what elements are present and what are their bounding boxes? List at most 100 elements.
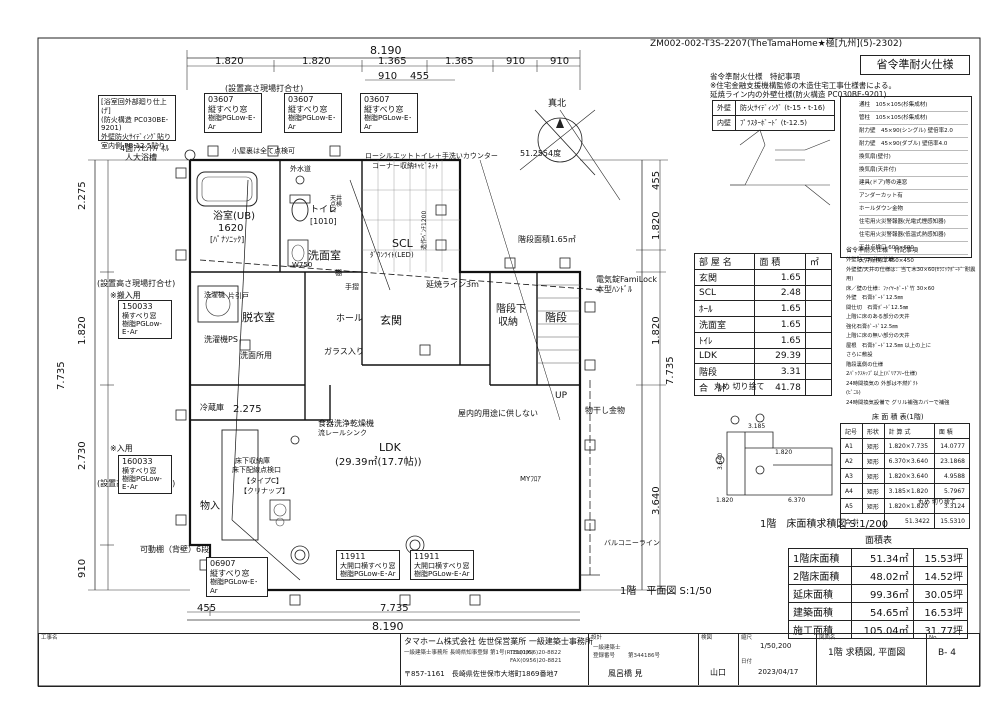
room-ldk: LDK: [379, 441, 401, 454]
company-registration: 一級建築士事務所 長崎県知事登録 第1号(R:1001/6): [404, 650, 534, 656]
calc-cell: 矩形: [861, 468, 885, 484]
legend-item: アンダーカット有: [859, 190, 968, 203]
floor-wiring-note: 床下配線点検口: [232, 466, 281, 474]
spec-row2-value: ﾌﾟﾗｽﾀｰﾎﾞｰﾄﾞ (t-12.5): [735, 115, 835, 131]
fire-note-line: 床／壁の仕様：ﾌｧｲﾔｰﾎﾞｰﾄﾞ竹 30×60: [846, 285, 935, 292]
room-scl-sub: ﾀﾞｳﾝﾗｲﾄ(LED): [370, 251, 414, 259]
fire-note-line: 階段裏側の仕様: [846, 361, 884, 368]
right-dim-a: 455: [651, 170, 662, 190]
spec-wall-table: 外壁 防火ｻｲﾃﾞｨﾝｸﾞ (t-15・t-16) 内壁 ﾌﾟﾗｽﾀｰﾎﾞｰﾄﾞ…: [712, 100, 835, 131]
project-cell: 工事名: [38, 633, 401, 685]
window-tag-1: 03607 縦すべり窓 樹脂PGLow-E･Ar: [204, 93, 262, 133]
summary-cell: 14.52坪: [912, 566, 969, 585]
washing-machine-label: 洗濯機: [204, 291, 225, 299]
legend-item: 通柱 105×105(杉集成材): [859, 99, 968, 112]
room-toilet-sub: [1010]: [310, 217, 337, 226]
sink-note: 流レールシンク: [318, 429, 367, 437]
floor-material-label: MYﾌﾛｱ: [520, 475, 541, 483]
diagram-dim-a: 3.185: [748, 423, 766, 430]
area-room-unit: [804, 300, 833, 317]
electric-lock-note: 電気錠FamiLock: [596, 275, 658, 284]
ceiling-check-note: 天井点検口: [330, 195, 343, 214]
legend-item: 耐力壁 45×90(シングル) 壁倍率2.0: [859, 125, 968, 138]
window-tag-5: 11911 大開口横すべり窓 樹脂PGLow-E･Ar: [336, 550, 400, 581]
summary-cell: 51.34㎡: [851, 548, 914, 567]
room-bath: 浴室(UB): [213, 211, 255, 222]
summary-cell: 105.04㎡: [851, 620, 914, 639]
area-round-note: 丸め 切り捨て: [714, 382, 765, 391]
outside-water-note: 外水道: [290, 165, 311, 173]
summary-cell: 99.36㎡: [851, 584, 914, 603]
window-code: 11911: [340, 552, 366, 561]
area-room-value: 1.65: [754, 300, 806, 317]
legend-item: 天井点検口 450×450: [859, 255, 968, 268]
left-dim-d: 910: [77, 558, 88, 578]
diagram-dim-b: 1.820: [716, 497, 734, 504]
area-total-label: 合 計: [693, 379, 756, 396]
area-room-value: 1.65: [754, 332, 806, 349]
area-room-name: 洗面室: [693, 316, 756, 333]
summary-cell: 延床面積: [787, 584, 853, 603]
left-dim-a: 2.275: [77, 181, 88, 210]
designer-registration-label: 登録番号: [593, 653, 616, 659]
window-tag-2: 03607 縦すべり窓 樹脂PGLow-E･Ar: [284, 93, 342, 133]
top-dim-1: 1.820: [215, 56, 244, 67]
top-dim-4: 1.365: [445, 56, 474, 67]
scale-label: 縮尺: [741, 635, 753, 641]
room-under-stair: 階段下: [496, 304, 526, 315]
window-tag-6: 11911 大開口横すべり窓 樹脂PGLow-E･Ar: [410, 550, 474, 581]
access-use-note-2: ※入用: [110, 444, 133, 453]
window-code: 03607: [208, 95, 234, 104]
drawing-number: B- 4: [938, 648, 957, 658]
room-toilet: トイレ: [310, 205, 338, 215]
stair-up-label: UP: [555, 391, 568, 401]
top-dim-6: 910: [550, 56, 570, 67]
install-height-note-left: (設置高さ現場打合せ): [97, 279, 176, 288]
north-angle: 51.2554度: [520, 149, 562, 158]
floor-storage-note: 床下収納庫: [235, 457, 270, 465]
area-room-name: ﾎｰﾙ: [693, 300, 756, 317]
company-cell: タマホーム株式会社 佐世保営業所 一級建築士事務所 一級建築士事務所 長崎県知事…: [400, 633, 593, 685]
fire-line-label: 延焼ライン3m: [426, 280, 479, 289]
calc-cell: 23.1868: [933, 453, 971, 469]
window-kind: 横すべり窓: [122, 311, 157, 320]
room-wash-sub: W750: [292, 261, 313, 269]
calc-total-label: 合 計: [840, 513, 885, 529]
window-tag-left-1: 150033 横すべり窓 樹脂PGLow-E･Ar: [118, 300, 172, 339]
window-glass: 樹脂PGLow-E･Ar: [122, 319, 162, 337]
window-code: 11911: [414, 552, 440, 561]
top-dim-2: 1.820: [302, 56, 331, 67]
window-tag-4: 06907 縦すべり窓 樹脂PGLow-E･Ar: [206, 557, 268, 597]
calc-cell: 矩形: [861, 453, 885, 469]
area-room-value: 2.48: [754, 285, 806, 301]
storage-label: 物入: [200, 501, 220, 512]
area-header-unit: ㎡: [804, 253, 833, 270]
calc-cell: A1: [840, 438, 863, 454]
designer-cell: 設計 一級建築士 登録番号 第344186号 風呂橋 見: [588, 633, 699, 685]
handrail-label: 手摺: [345, 283, 359, 291]
area-room-value: 3.31: [754, 363, 806, 380]
window-code: 160033: [122, 457, 153, 466]
window-glass: 樹脂PGLow-E･Ar: [414, 569, 470, 578]
window-code: 03607: [364, 95, 390, 104]
drawing-number-cell: No B- 4: [926, 633, 978, 685]
window-kind: 大開口横すべり窓: [414, 561, 470, 570]
floor-area-diagram: [715, 413, 833, 496]
calc-total-value: 51.3422: [883, 513, 935, 529]
calc-cell: A3: [840, 468, 863, 484]
left-dim-b: 1.820: [77, 316, 88, 345]
glass-door-label: ガラス入り: [324, 347, 364, 356]
legend-item: 換気扇(天井付): [859, 164, 968, 177]
elevation-sketch: [730, 129, 831, 206]
area-room-value: 1.65: [754, 316, 806, 333]
top-total-dimension: 8.190: [370, 44, 402, 57]
